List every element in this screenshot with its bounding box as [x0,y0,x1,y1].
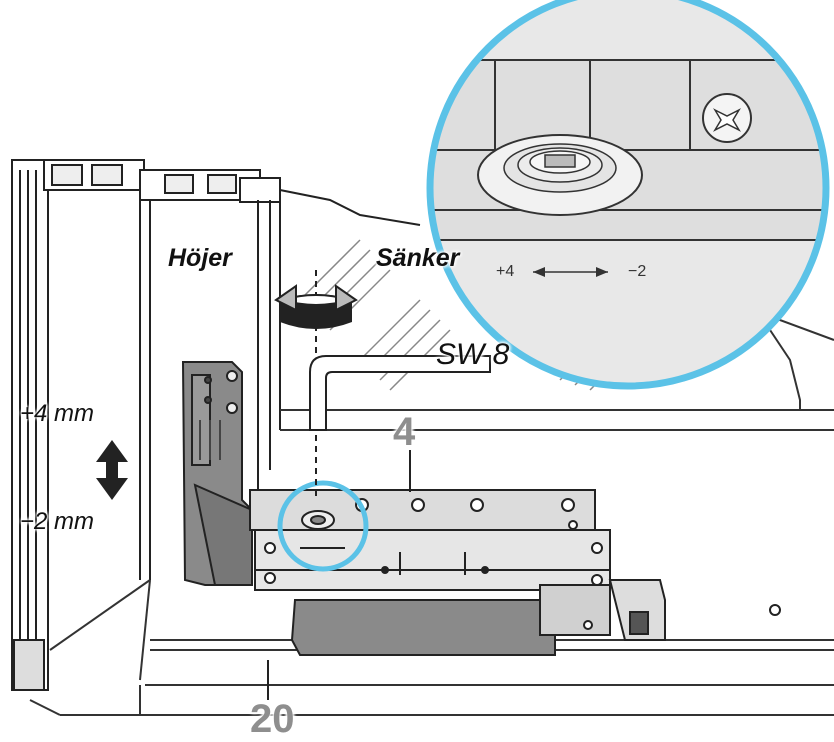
lower-label: Sänker [376,244,460,272]
corner-hinge-bracket [181,361,253,586]
screw-callout-ring [277,480,369,572]
zoom-callout-ring [426,0,830,390]
part-number-4: 4 [393,410,416,454]
wrench-size-label: SW 8 [436,338,510,371]
plus-4mm-label: +4 mm [20,400,95,427]
zoom-minus-label: −2 [628,263,647,280]
zoom-plus-label: +4 [496,263,515,280]
hinge-body [249,489,611,591]
zoom-detail [426,0,830,390]
minus-2mm-label: −2 mm [20,508,95,535]
rotation-arrow-icon [274,284,358,329]
up-down-arrow-icon [96,440,128,500]
part-number-20: 20 [250,697,295,741]
window-frame-profile [11,159,421,691]
raise-label: Höjer [168,244,232,272]
adjustment-screw [300,510,345,549]
hinge-arm [290,579,781,656]
allen-key [309,355,491,431]
